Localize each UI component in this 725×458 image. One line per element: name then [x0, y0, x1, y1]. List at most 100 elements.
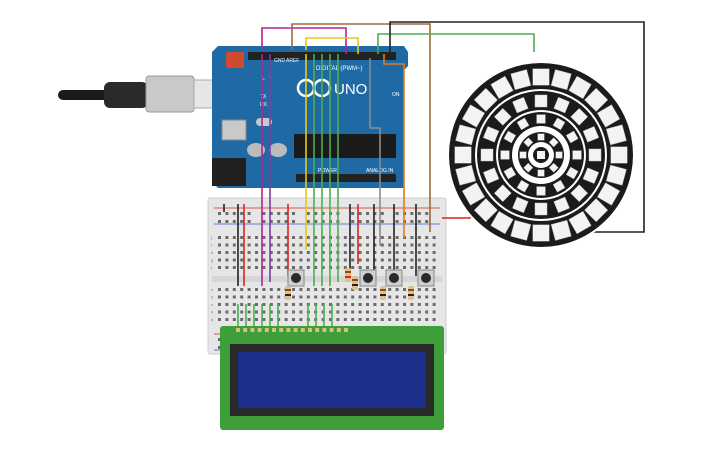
breadboard-hole — [403, 303, 406, 306]
neopixel-led — [473, 198, 498, 223]
breadboard-hole — [380, 266, 384, 269]
digital-label: DIGITAL (PWM~) — [316, 66, 363, 72]
breadboard-hole — [432, 266, 436, 269]
breadboard-hole — [314, 266, 318, 269]
arduino-uno-board[interactable]: DIGITAL (PWM~) AREF GND UNO L TX RX ON P… — [212, 46, 408, 188]
power-jack — [212, 158, 246, 186]
rail-hole — [284, 220, 288, 223]
wire-brown — [291, 23, 431, 232]
neopixel-led-center — [537, 151, 545, 159]
breadboard-hole — [218, 318, 221, 321]
breadboard-hole — [321, 303, 325, 306]
wire-yellow-top — [305, 37, 359, 54]
breadboard-hole — [306, 258, 310, 262]
neopixel-led — [532, 224, 550, 242]
breadboard-hole — [380, 310, 384, 314]
breadboard-hole — [218, 310, 221, 314]
breadboard-hole — [388, 236, 392, 239]
breadboard-hole — [351, 243, 355, 247]
breadboard-hole — [240, 318, 244, 321]
lcd-pin — [243, 328, 248, 332]
rail-hole — [247, 212, 251, 215]
breadboard-hole — [380, 303, 384, 306]
push-button-4[interactable] — [417, 269, 435, 287]
rail-hole — [232, 212, 236, 215]
rail-hole — [240, 220, 244, 223]
neopixel-led — [516, 117, 530, 131]
push-button-2[interactable] — [359, 269, 377, 287]
breadboard-hole — [262, 258, 266, 262]
lcd-pin — [286, 328, 291, 332]
rail-hole — [380, 212, 384, 215]
breadboard-hole — [314, 258, 318, 262]
neopixel-led — [568, 75, 592, 99]
breadboard-hole — [343, 310, 347, 314]
breadboard-hole — [299, 243, 303, 247]
rail-hole — [366, 212, 369, 215]
rail-hole — [380, 220, 384, 223]
neopixel-led — [582, 126, 600, 143]
push-button-3[interactable] — [385, 269, 403, 287]
neopixel-led — [550, 219, 572, 241]
rail-hole — [277, 212, 281, 215]
neopixel-led — [565, 130, 579, 144]
breadboard-hole — [225, 236, 229, 239]
breadboard-hole — [255, 236, 258, 239]
breadboard-hole — [395, 310, 399, 314]
breadboard-hole — [388, 251, 392, 254]
breadboard-hole — [269, 236, 273, 239]
breadboard-hole — [292, 318, 295, 321]
usb-cable — [58, 75, 231, 113]
neopixel-led — [534, 94, 548, 108]
neopixel-led — [454, 146, 472, 164]
push-button-1[interactable] — [287, 269, 305, 287]
breadboard-hole — [255, 303, 258, 306]
rail-hole — [425, 220, 429, 223]
breadboard-hole — [277, 236, 281, 239]
row-letter: f — [211, 265, 213, 270]
rail-hole — [417, 220, 421, 223]
breadboard-hole — [358, 288, 362, 291]
breadboard-hole — [292, 303, 295, 306]
breadboard-hole — [232, 243, 236, 247]
crystal — [256, 118, 272, 126]
rail-hole — [358, 212, 362, 215]
lcd-pin — [308, 328, 312, 332]
breadboard-hole — [277, 258, 281, 262]
breadboard-hole — [232, 236, 236, 239]
tx-label: TX — [260, 94, 267, 100]
breadboard-hole — [343, 266, 347, 269]
row-letter: d — [211, 295, 213, 300]
breadboard-hole — [218, 266, 221, 269]
rail-hole — [395, 220, 399, 223]
breadboard-hole — [321, 310, 325, 314]
rail-hole — [247, 220, 251, 223]
breadboard-hole — [425, 288, 429, 291]
capacitor-2 — [269, 143, 287, 157]
neopixel-led — [537, 169, 545, 177]
breadboard-hole — [358, 266, 362, 269]
rail-hole — [218, 220, 221, 223]
breadboard-hole — [292, 295, 295, 299]
breadboard-hole — [358, 318, 362, 321]
breadboard-hole — [417, 318, 421, 321]
breadboard-hole — [329, 318, 332, 321]
rail-hole — [269, 212, 273, 215]
breadboard-hole — [395, 243, 399, 247]
breadboard-hole — [284, 236, 288, 239]
breadboard-hole — [299, 258, 303, 262]
row-letter: g — [211, 258, 213, 263]
breadboard-hole — [218, 236, 221, 239]
breadboard-hole — [218, 251, 221, 254]
neopixel-led — [568, 211, 592, 235]
breadboard-hole — [432, 236, 436, 239]
breadboard-hole — [395, 303, 399, 306]
breadboard-hole — [425, 243, 429, 247]
breadboard-hole — [380, 251, 384, 254]
gnd-label: GND — [274, 58, 286, 64]
reset-button[interactable] — [226, 52, 244, 68]
breadboard-hole — [358, 243, 362, 247]
breadboard-hole — [225, 288, 229, 291]
breadboard-hole — [425, 251, 429, 254]
